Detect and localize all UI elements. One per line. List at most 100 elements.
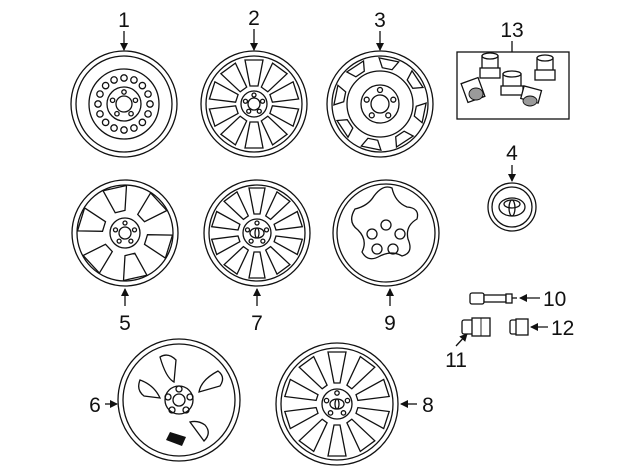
spoke-window bbox=[210, 235, 241, 256]
spoke-window bbox=[264, 245, 291, 276]
lug-hole bbox=[132, 97, 139, 104]
lug-hole bbox=[385, 112, 392, 119]
spoke-window bbox=[82, 243, 114, 275]
part-3-spare-wheel bbox=[326, 50, 434, 158]
lug-hole bbox=[340, 410, 347, 416]
spoke-window bbox=[102, 184, 128, 214]
spoke-window bbox=[219, 115, 248, 146]
spoke-window bbox=[223, 190, 250, 221]
lock-nut-icon bbox=[500, 70, 524, 96]
spoke-window bbox=[208, 105, 239, 128]
vent-hole bbox=[144, 90, 152, 98]
spoke-window bbox=[210, 210, 241, 231]
spoke-window bbox=[327, 424, 347, 457]
spoke-window bbox=[223, 245, 250, 276]
spoke-window bbox=[244, 59, 264, 87]
vent-hole bbox=[138, 81, 147, 90]
spoke-window bbox=[248, 187, 266, 215]
callout-4: 4 bbox=[506, 142, 518, 165]
lug-hole bbox=[363, 96, 370, 103]
lug-hole bbox=[114, 110, 120, 117]
vent-hole bbox=[101, 81, 110, 90]
lug-hole bbox=[246, 108, 252, 114]
part-10-valve-stem bbox=[469, 292, 517, 305]
spoke-window bbox=[283, 378, 319, 402]
spoke-window bbox=[273, 235, 304, 256]
callout-7: 7 bbox=[251, 312, 263, 335]
spoke-window bbox=[283, 406, 319, 430]
part-11-lug-nut bbox=[461, 317, 491, 337]
spoke-window bbox=[260, 62, 289, 93]
spoke-window bbox=[260, 115, 289, 146]
rim-slot bbox=[395, 130, 415, 149]
spoke-window bbox=[327, 351, 347, 384]
vent-hole bbox=[96, 90, 104, 98]
spoke-window bbox=[264, 190, 291, 221]
lug-hole bbox=[131, 227, 138, 233]
lock-key-icon bbox=[460, 76, 486, 104]
vent-hole bbox=[138, 118, 147, 127]
part-4-center-cap bbox=[487, 182, 537, 232]
part-9-wheel-cover bbox=[332, 179, 440, 287]
lock-nut-icon bbox=[534, 54, 556, 81]
lug-hole bbox=[121, 89, 127, 95]
lug-hole bbox=[244, 227, 251, 233]
spoke-window bbox=[208, 80, 239, 103]
lug-hole bbox=[327, 410, 334, 416]
lug-hole bbox=[128, 110, 134, 117]
vent-hole bbox=[146, 100, 154, 108]
part-5-alloy-wheel bbox=[71, 179, 179, 287]
vent-hole bbox=[101, 118, 110, 127]
toyota-emblem-icon bbox=[249, 227, 265, 239]
spoke-window bbox=[346, 418, 376, 453]
callout-13: 13 bbox=[500, 19, 523, 42]
lug-hole bbox=[368, 112, 375, 119]
callout-9: 9 bbox=[384, 312, 396, 335]
lug-hole bbox=[242, 98, 249, 104]
part-2-alloy-wheel bbox=[200, 50, 308, 158]
lug-hole bbox=[256, 108, 262, 114]
spoke-window bbox=[143, 234, 174, 260]
spoke-window bbox=[219, 62, 248, 93]
callout-2: 2 bbox=[248, 7, 260, 30]
callout-6: 6 bbox=[89, 394, 101, 417]
spoke-window bbox=[122, 252, 148, 282]
vent-hole bbox=[130, 76, 138, 84]
spoke-window bbox=[76, 206, 107, 232]
lock-nut-icon bbox=[479, 52, 501, 79]
spoke-window bbox=[355, 378, 391, 402]
lug-hole bbox=[251, 92, 257, 98]
spoke-window bbox=[244, 121, 264, 149]
spoke-window bbox=[298, 418, 328, 453]
vent-hole bbox=[110, 124, 118, 132]
part-6-hubcap-wheel bbox=[117, 338, 241, 462]
lug-hole bbox=[254, 220, 260, 226]
callout-11: 11 bbox=[445, 349, 467, 372]
lug-hole bbox=[248, 238, 254, 244]
vent-hole bbox=[120, 126, 128, 134]
lug-hole bbox=[122, 220, 128, 226]
lug-hole bbox=[112, 227, 119, 233]
vent-hole bbox=[94, 100, 102, 108]
toyota-emblem-icon bbox=[498, 197, 526, 217]
lug-hole bbox=[260, 238, 266, 244]
spoke-window bbox=[298, 355, 328, 390]
lug-hole bbox=[128, 238, 134, 244]
lug-hole bbox=[263, 227, 270, 233]
lug-hole bbox=[109, 97, 116, 104]
lug-hole bbox=[334, 390, 340, 396]
vent-hole bbox=[130, 124, 138, 132]
part-1-steel-wheel bbox=[70, 50, 178, 158]
part-7-alloy-wheel bbox=[203, 179, 311, 287]
vent-hole bbox=[110, 76, 118, 84]
callout-12: 12 bbox=[551, 317, 574, 340]
callout-10: 10 bbox=[543, 288, 566, 311]
rim-slot bbox=[345, 59, 365, 78]
rim-slot bbox=[378, 57, 400, 71]
spoke-window bbox=[248, 251, 266, 279]
lug-hole bbox=[259, 98, 266, 104]
spoke-window bbox=[269, 80, 300, 103]
toyota-emblem-icon bbox=[329, 398, 345, 410]
